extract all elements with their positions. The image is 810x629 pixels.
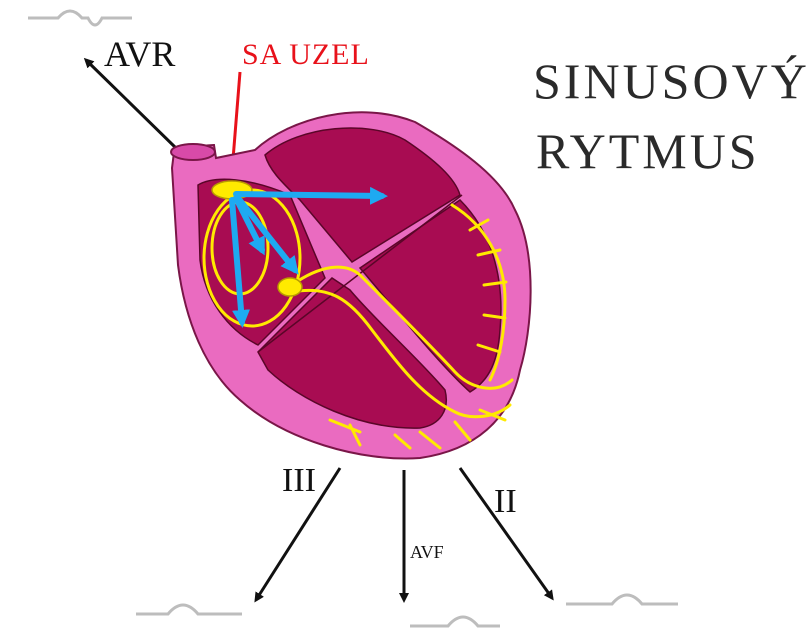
av-node xyxy=(278,278,302,296)
title-line-1: Sinusový xyxy=(533,53,810,109)
heart xyxy=(171,112,531,458)
sa-node-label: SA UZEL xyxy=(242,38,370,71)
wave-avr xyxy=(28,11,132,25)
lead-avr-label: AVR xyxy=(104,34,175,74)
title-line-2: rytmus xyxy=(536,123,760,179)
aorta-opening xyxy=(171,144,215,160)
lead-ii-label: II xyxy=(494,483,517,520)
wave-iii xyxy=(136,605,242,614)
lead-avf-label: AVF xyxy=(410,542,444,562)
wave-ii xyxy=(566,595,678,604)
lead-iii-label: III xyxy=(282,462,316,499)
wave-avf xyxy=(410,617,500,626)
impulse-arrow-left-atrium xyxy=(236,194,382,196)
